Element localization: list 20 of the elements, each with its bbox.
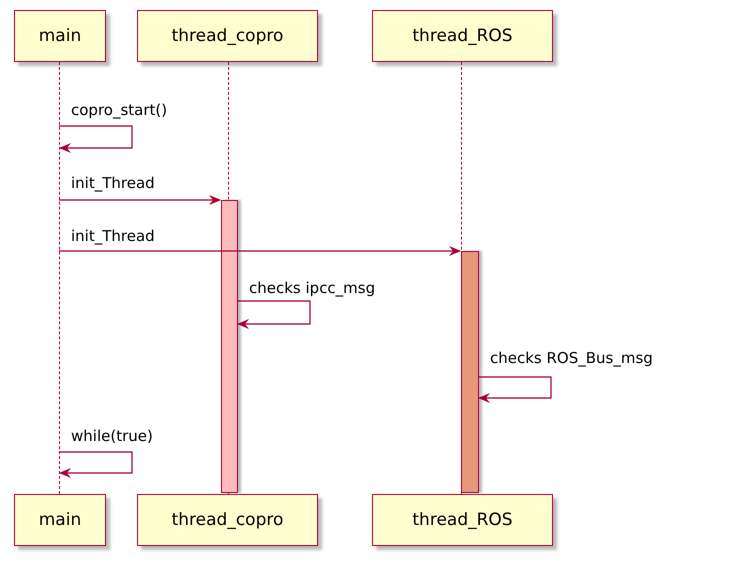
participant-box: main — [14, 494, 106, 546]
message-label: copro_start() — [71, 101, 168, 119]
participant-box: main — [14, 10, 106, 62]
participant-box: thread_ROS — [372, 10, 553, 62]
participant-box: thread_ROS — [372, 494, 553, 546]
message-label: checks ipcc_msg — [249, 279, 376, 297]
message-arrow — [59, 246, 461, 256]
message-label: checks ROS_Bus_msg — [490, 349, 653, 367]
lifeline — [59, 62, 61, 494]
message-arrow — [59, 451, 133, 478]
message-arrow — [59, 125, 133, 153]
message-arrow — [237, 300, 311, 329]
message-arrow — [59, 195, 221, 205]
lifeline — [461, 62, 463, 494]
participant-box: thread_copro — [137, 494, 318, 546]
message-label: init_Thread — [71, 174, 155, 192]
participant-box: thread_copro — [137, 10, 318, 62]
message-arrow — [478, 376, 552, 403]
message-label: while(true) — [71, 427, 153, 445]
message-label: init_Thread — [71, 227, 155, 245]
